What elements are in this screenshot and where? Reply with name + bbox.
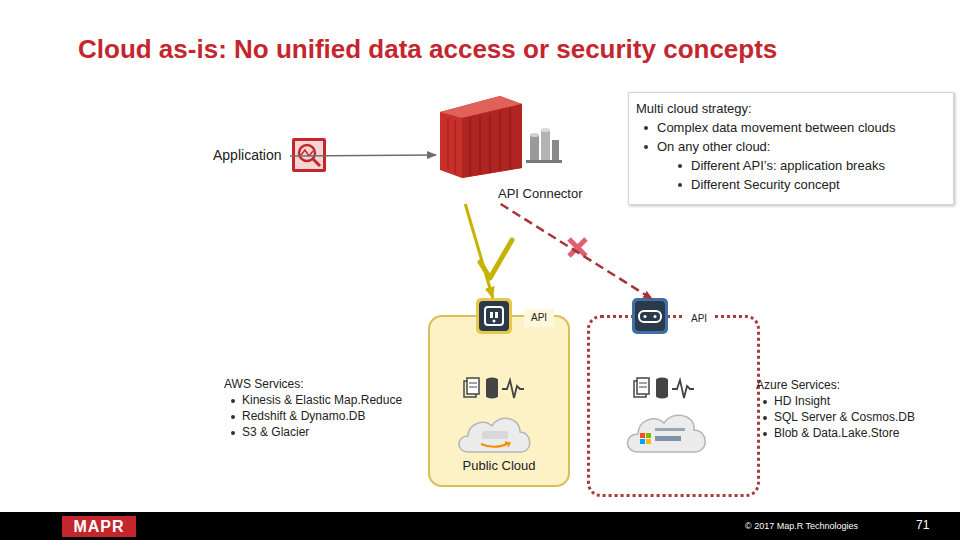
- service-item: Redshift & Dynamo.DB: [224, 409, 365, 424]
- cloud-label: Public Cloud: [430, 458, 568, 474]
- working-connection: [465, 204, 493, 298]
- broken-connection: [501, 204, 652, 299]
- api-endpoint: API: [476, 298, 560, 338]
- api-connector-node: API Connector: [436, 92, 590, 204]
- callout-subitem: Different Security concept: [673, 177, 840, 193]
- service-icons: [464, 378, 524, 399]
- api-label: API: [524, 309, 554, 327]
- slide-title: Cloud as-is: No unified data access or s…: [78, 34, 938, 65]
- node-label: API Connector: [498, 186, 583, 202]
- application-node: Application: [210, 138, 290, 174]
- tank-icon: [526, 128, 562, 163]
- callout-box: Multi cloud strategy: Complex data movem…: [628, 92, 954, 205]
- service-item: HD Insight: [756, 394, 830, 409]
- api-label: API: [684, 310, 714, 328]
- api-endpoint: API: [632, 299, 716, 339]
- flow-arrow: [290, 155, 436, 156]
- service-item: Kinesis & Elastic Map.Reduce: [224, 393, 402, 408]
- service-heading: AWS Services:: [224, 377, 304, 392]
- copyright-note: © 2017 Map.R Technologies: [745, 521, 858, 532]
- service-item: Blob & Data.Lake.Store: [756, 426, 899, 441]
- azure-api-socket: [632, 298, 668, 334]
- aws-cloud-icon: [459, 418, 530, 452]
- cloud-box: AWS Services:Kinesis & Elastic Map.Reduc…: [428, 315, 570, 487]
- application-icon: [292, 138, 326, 172]
- cross-mark: [569, 239, 586, 256]
- callout-item: Complex data movement between clouds: [639, 120, 895, 136]
- callout-subitem: Different API’s: application breaks: [673, 158, 885, 174]
- company-logo: MAPR: [62, 516, 136, 537]
- service-item: S3 & Glacier: [224, 425, 309, 440]
- node-label: Application: [213, 147, 282, 164]
- page-number: 71: [916, 518, 929, 532]
- service-icons: [634, 378, 694, 399]
- cloud-box: Azure Services:HD InsightSQL Server & Co…: [587, 315, 760, 497]
- service-heading: Azure Services:: [756, 378, 840, 393]
- aws-api-socket: [476, 298, 512, 334]
- callout-heading: Multi cloud strategy:: [636, 101, 752, 117]
- container-illustration: [440, 96, 522, 178]
- service-item: SQL Server & Cosmos.DB: [756, 410, 915, 425]
- footer-bar: MAPR © 2017 Map.R Technologies 71: [0, 512, 960, 540]
- callout-item: On any other cloud:: [639, 139, 770, 155]
- azure-cloud-icon: [628, 415, 706, 452]
- check-mark: [480, 240, 512, 278]
